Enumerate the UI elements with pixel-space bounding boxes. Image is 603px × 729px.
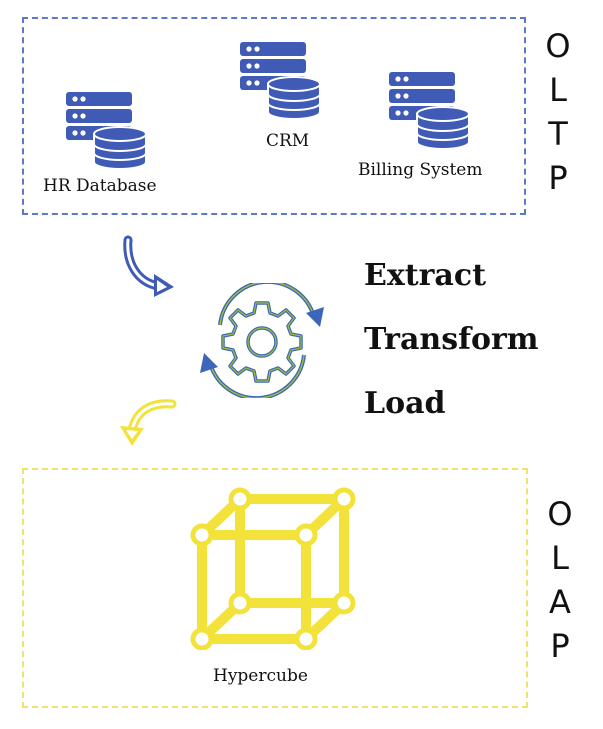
database-server-icon <box>66 92 147 170</box>
gear-cycle-icon <box>200 283 324 398</box>
database-server-icon <box>240 42 321 120</box>
yellow-curved-arrow-icon <box>120 399 177 446</box>
hypercube-label: Hypercube <box>213 666 308 686</box>
crm-label: CRM <box>266 131 310 151</box>
olap-letter: L <box>551 539 569 577</box>
olap-letter: A <box>549 583 571 621</box>
etl-load-label: Load <box>364 386 446 421</box>
olap-vertical-label: O L A P <box>540 498 580 674</box>
oltp-letter: P <box>548 159 568 197</box>
database-server-icon <box>389 72 470 150</box>
olap-letter: O <box>547 495 573 533</box>
oltp-letter: T <box>548 115 568 153</box>
etl-transform-label: Transform <box>364 322 539 357</box>
etl-extract-label: Extract <box>364 258 486 293</box>
hypercube-icon <box>190 487 356 650</box>
olap-letter: P <box>550 627 570 665</box>
billing-system-label: Billing System <box>358 160 483 180</box>
hr-database-label: HR Database <box>43 176 157 196</box>
oltp-letter: O <box>545 27 571 65</box>
oltp-box <box>22 17 526 215</box>
blue-curved-arrow-icon <box>123 235 174 297</box>
oltp-vertical-label: O L T P <box>538 30 578 206</box>
oltp-letter: L <box>549 71 567 109</box>
olap-box <box>22 468 528 708</box>
